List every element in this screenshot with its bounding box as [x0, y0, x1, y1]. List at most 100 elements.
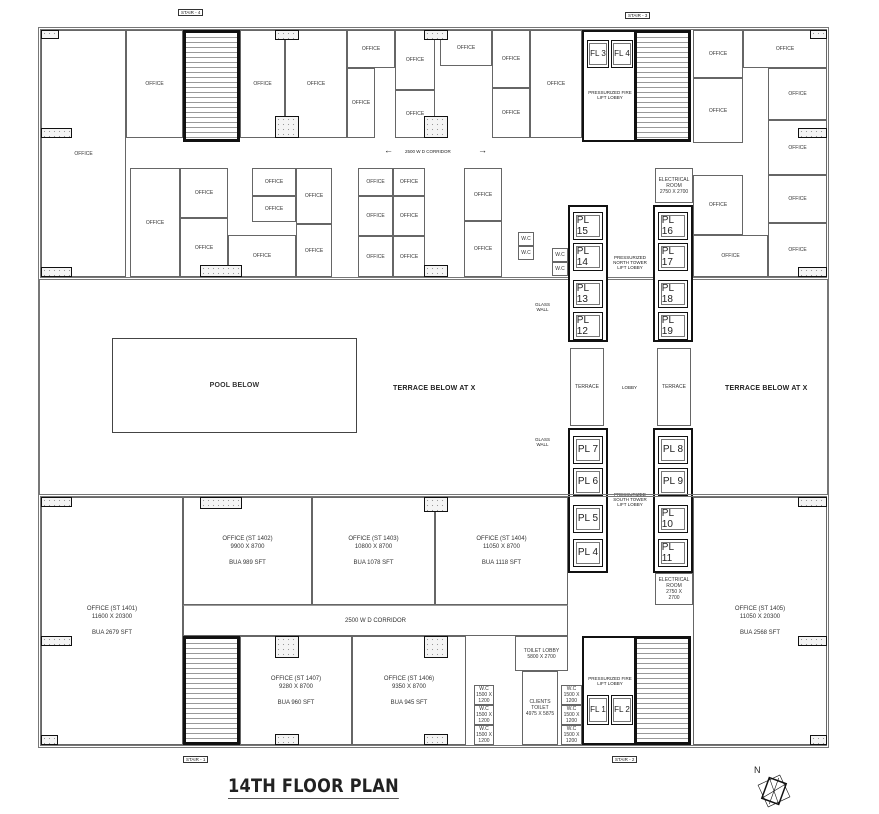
arrow-left-icon: ←	[384, 145, 393, 155]
office-top: OFFICE	[228, 235, 296, 277]
column	[424, 497, 448, 512]
column	[798, 497, 827, 507]
right-wall	[827, 280, 829, 494]
column	[41, 497, 72, 507]
glass-wall-label: GLASS WALL	[535, 437, 551, 447]
column	[275, 636, 299, 658]
office-top: OFFICE	[768, 175, 827, 223]
lift-pl14: PL 14	[573, 243, 603, 271]
office-top: OFFICE	[440, 30, 492, 66]
lift-pl15: PL 15	[573, 212, 603, 240]
stair-1-tag: STAIR - 1	[183, 756, 209, 763]
column	[275, 734, 299, 745]
bottom-block-outline	[38, 494, 829, 748]
office-top: OFFICE	[464, 168, 502, 221]
office-top: OFFICE	[347, 30, 395, 68]
column	[424, 265, 448, 277]
column	[424, 734, 448, 745]
office-top: OFFICE	[358, 236, 393, 277]
column	[41, 128, 72, 138]
wc: W.C 1500 X 1200	[474, 685, 494, 705]
office-top: OFFICE	[393, 196, 425, 236]
terrace-left-label: TERRACE BELOW AT X	[393, 385, 476, 392]
lift-pl4: PL 4	[573, 539, 603, 567]
office-top: OFFICE	[492, 30, 530, 88]
lift-pl13: PL 13	[573, 280, 603, 308]
office-top: OFFICE	[130, 168, 180, 277]
lift-fl1: FL 1	[587, 695, 609, 725]
lift-pl19: PL 19	[658, 312, 688, 340]
office-top: OFFICE	[393, 168, 425, 196]
office-top: OFFICE	[180, 168, 228, 218]
office-top: OFFICE	[296, 168, 332, 224]
office-top: OFFICE	[358, 168, 393, 196]
lift-fl4: FL 4	[611, 40, 633, 68]
office-top: OFFICE	[358, 196, 393, 236]
column	[41, 735, 58, 745]
column	[41, 267, 72, 277]
office-top: OFFICE	[464, 221, 502, 277]
wc: W.C 1500 X 1200	[561, 685, 582, 705]
stair-3-tag: STAIR - 3	[625, 12, 651, 19]
wc: W.C 1500 X 1200	[474, 725, 494, 745]
column	[275, 116, 299, 138]
wc: W.C	[518, 232, 534, 246]
terrace-small-left: TERRACE	[570, 348, 604, 426]
bottom-corridor: 2500 W D CORRIDOR	[183, 605, 568, 636]
wc: W.C 1500 X 1200	[561, 705, 582, 725]
arrow-right-icon: →	[478, 145, 487, 155]
stair-4	[183, 30, 240, 142]
column	[200, 497, 242, 509]
fire-lift-lobby-top: PRESSURIZED FIRE LIFT LOBBY	[588, 90, 632, 100]
office-top: OFFICE	[296, 224, 332, 277]
north-label: N	[754, 765, 761, 775]
lift-pl8: PL 8	[658, 436, 688, 464]
office-top: OFFICE	[693, 78, 743, 143]
plan-title: 14TH FLOOR PLAN	[228, 775, 399, 799]
stair-2	[634, 636, 691, 745]
stair-2-tag: STAIR - 2	[612, 756, 638, 763]
office-top: OFFICE	[395, 30, 435, 90]
left-wall	[38, 280, 40, 494]
column	[200, 265, 242, 277]
office-top: OFFICE	[252, 196, 296, 222]
lift-pl10: PL 10	[658, 505, 688, 533]
office-top: OFFICE	[252, 168, 296, 196]
office-top: OFFICE	[693, 235, 768, 277]
fire-lift-core-bottom	[582, 636, 636, 745]
toilet-lobby: TOILET LOBBY 5800 X 2700	[515, 636, 568, 671]
lift-pl12: PL 12	[573, 312, 603, 340]
lift-fl3: FL 3	[587, 40, 609, 68]
column	[41, 636, 72, 646]
column	[798, 267, 827, 277]
office-top: OFFICE	[693, 175, 743, 235]
pool: POOL BELOW	[112, 338, 357, 433]
compass-icon	[757, 774, 791, 808]
column	[810, 735, 827, 745]
fire-lift-lobby-bottom: PRESSURIZED FIRE LIFT LOBBY	[588, 676, 632, 686]
column	[424, 30, 448, 40]
column	[424, 636, 448, 658]
office-top: OFFICE	[347, 68, 375, 138]
column	[424, 116, 448, 138]
lift-pl6: PL 6	[573, 468, 603, 496]
wc: W.C	[518, 246, 534, 260]
office-top: OFFICE	[530, 30, 582, 138]
stair-1	[183, 636, 240, 745]
wc: W.C 1500 X 1200	[561, 725, 582, 745]
office-top: OFFICE	[768, 68, 827, 120]
top-corridor-label: 2500 W D CORRIDOR	[405, 149, 451, 154]
electrical-room-bottom: ELECTRICAL ROOM 2750 X 2700	[655, 573, 693, 605]
office-top-left-large: OFFICE	[41, 30, 126, 277]
office-top: OFFICE	[492, 88, 530, 138]
stair-3	[634, 30, 691, 142]
clients-toilet: CLIENTS TOILET 4975 X 5875	[522, 671, 558, 745]
glass-wall-label: GLASS WALL	[535, 302, 551, 312]
